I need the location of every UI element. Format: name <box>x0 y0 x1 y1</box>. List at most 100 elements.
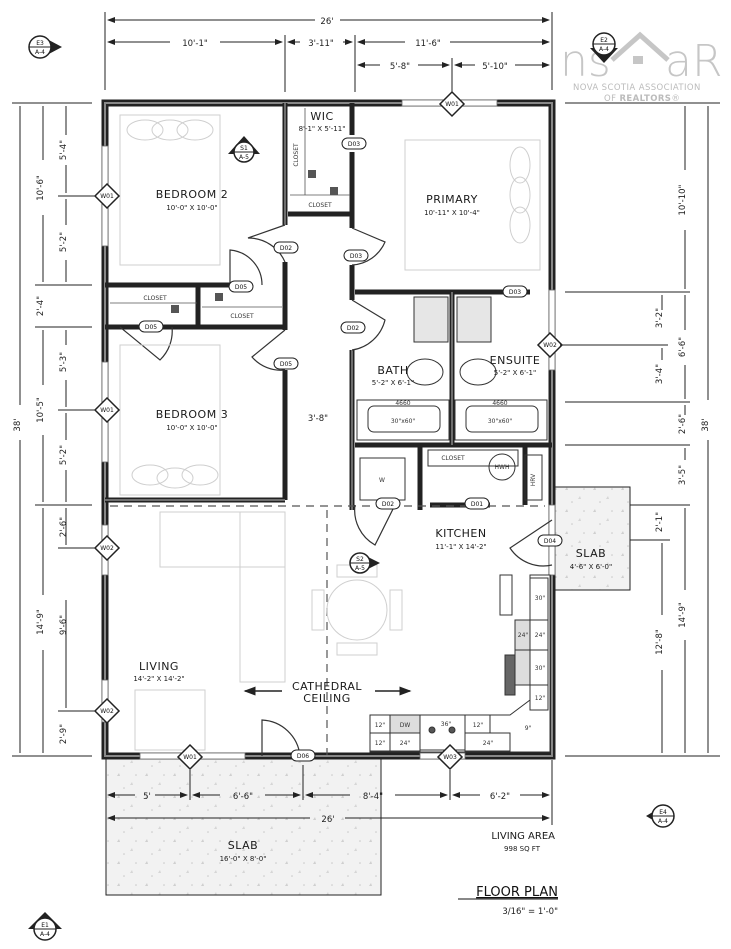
svg-text:3'-4": 3'-4" <box>655 364 665 384</box>
svg-text:5'-2": 5'-2" <box>59 232 69 252</box>
room-labels: BEDROOM 2 10'-0" X 10'-0" WIC 8'-1" X 5'… <box>133 110 612 863</box>
svg-text:2'-9": 2'-9" <box>59 724 69 744</box>
window-tag-w02: W02 <box>93 534 121 562</box>
living-area-label: LIVING AREA <box>491 831 555 842</box>
room-bedroom2-size: 10'-0" X 10'-0" <box>166 204 217 212</box>
svg-text:D02: D02 <box>347 325 359 332</box>
svg-text:D06: D06 <box>297 753 309 760</box>
svg-text:6'-2": 6'-2" <box>490 792 510 802</box>
svg-text:D04: D04 <box>544 538 556 545</box>
dimension-lines <box>12 12 720 825</box>
closet-rod-mark <box>171 305 179 313</box>
door-tag-d02: D02 <box>340 321 366 334</box>
fixture-labels: CLOSET CLOSET CLOSET CLOSET CLOSET 30"x6… <box>143 143 545 747</box>
svg-text:6'-6": 6'-6" <box>233 792 253 802</box>
front-slab <box>105 754 382 896</box>
room-bedroom2-name: BEDROOM 2 <box>156 188 228 201</box>
logo-line1: NOVA SCOTIA ASSOCIATION <box>573 83 701 93</box>
svg-text:D05: D05 <box>235 284 247 291</box>
closet-shelves <box>110 108 350 308</box>
svg-text:14'-9": 14'-9" <box>36 609 46 635</box>
svg-text:W01: W01 <box>183 754 197 761</box>
svg-text:D05: D05 <box>280 361 292 368</box>
door-tag-d03: D03 <box>343 249 369 262</box>
room-bath-name: BATH <box>377 364 408 377</box>
svg-text:2'-4": 2'-4" <box>36 296 46 316</box>
svg-text:9'-6": 9'-6" <box>59 615 69 635</box>
cathedral-ceiling-line <box>110 505 545 755</box>
svg-text:38': 38' <box>701 418 711 431</box>
window-tag-w01: W01 <box>93 182 121 210</box>
marker-s1: S1A-5 <box>228 136 260 163</box>
svg-text:8'-4": 8'-4" <box>363 792 383 802</box>
marker-s2: S2A-5 <box>349 552 380 574</box>
side-slab-name: SLAB <box>576 547 606 560</box>
marker-e1: E1A-4 <box>28 912 62 941</box>
svg-text:E1: E1 <box>41 922 49 929</box>
svg-text:3'-11": 3'-11" <box>308 39 334 49</box>
svg-text:W02: W02 <box>100 545 114 552</box>
svg-text:CLOSET: CLOSET <box>230 313 254 320</box>
svg-text:W01: W01 <box>100 407 114 414</box>
svg-text:30"x60": 30"x60" <box>488 418 513 425</box>
living-area-note: LIVING AREA 998 SQ FT <box>491 831 555 853</box>
svg-text:W02: W02 <box>543 342 557 349</box>
svg-text:CLOSET: CLOSET <box>308 202 332 209</box>
svg-text:CLOSET: CLOSET <box>293 143 300 167</box>
svg-text:2'-1": 2'-1" <box>655 512 665 532</box>
svg-text:aR: aR <box>665 36 723 87</box>
svg-text:HWH: HWH <box>495 464 510 471</box>
svg-text:10'-10": 10'-10" <box>678 184 688 215</box>
section-markers: E3A-4 E2A-4 S1A-5 S2A-5 E4A-4 E1A-4 <box>28 32 675 941</box>
door-tags: D01 D02 D02 D02 D03 D03 D03 D04 D05 D05 … <box>138 137 563 762</box>
plan-title: FLOOR PLAN 3/16" = 1'-0" <box>458 885 558 917</box>
svg-text:2'-6": 2'-6" <box>678 414 688 434</box>
svg-text:12": 12" <box>375 722 386 729</box>
wall-inner-lines <box>105 103 453 510</box>
door-tag-d02: D02 <box>375 497 401 510</box>
cathedral-label-1: CATHEDRAL <box>292 680 362 693</box>
svg-text:5'-2": 5'-2" <box>59 445 69 465</box>
svg-text:12": 12" <box>535 695 546 702</box>
svg-text:W: W <box>379 477 385 484</box>
svg-text:E2: E2 <box>600 37 608 44</box>
svg-text:S2: S2 <box>356 556 364 563</box>
svg-text:A-4: A-4 <box>658 818 668 825</box>
side-slab <box>553 486 631 591</box>
svg-text:D02: D02 <box>280 245 292 252</box>
svg-text:3'-2": 3'-2" <box>655 308 665 328</box>
svg-text:12": 12" <box>375 740 386 747</box>
side-slab-size: 4'-6" X 6'-0" <box>570 563 612 571</box>
door-tag-d05: D05 <box>273 357 299 370</box>
window-tag-w02: W02 <box>536 331 564 359</box>
svg-text:24": 24" <box>483 740 494 747</box>
closet-rod-mark <box>308 170 316 178</box>
svg-text:D03: D03 <box>348 141 360 148</box>
furniture <box>119 114 541 751</box>
door-tag-d05: D05 <box>138 320 164 333</box>
door-tag-d04: D04 <box>537 534 563 547</box>
room-wic-name: WIC <box>310 110 333 123</box>
room-living-name: LIVING <box>139 660 179 673</box>
svg-text:24": 24" <box>535 632 546 639</box>
svg-text:12'-8": 12'-8" <box>655 629 665 655</box>
svg-text:3'-5": 3'-5" <box>678 465 688 485</box>
svg-text:5'-3": 5'-3" <box>59 352 69 372</box>
svg-text:D05: D05 <box>145 324 157 331</box>
svg-text:4660: 4660 <box>395 400 410 407</box>
svg-text:30": 30" <box>535 595 546 602</box>
cathedral-label-2: CEILING <box>303 692 351 705</box>
svg-text:26': 26' <box>320 17 333 27</box>
svg-text:W01: W01 <box>445 101 459 108</box>
svg-text:CLOSET: CLOSET <box>441 455 465 462</box>
svg-text:10'-1": 10'-1" <box>182 39 208 49</box>
svg-text:24": 24" <box>518 632 529 639</box>
room-bedroom3-name: BEDROOM 3 <box>156 408 228 421</box>
svg-text:30"x60": 30"x60" <box>391 418 416 425</box>
svg-text:A-4: A-4 <box>35 49 45 56</box>
svg-text:D03: D03 <box>509 289 521 296</box>
window-tags: W01 W01 W01 W02 W02 W02 W03 W01 <box>93 90 564 771</box>
living-area-value: 998 SQ FT <box>504 845 541 853</box>
svg-text:S1: S1 <box>240 145 248 152</box>
